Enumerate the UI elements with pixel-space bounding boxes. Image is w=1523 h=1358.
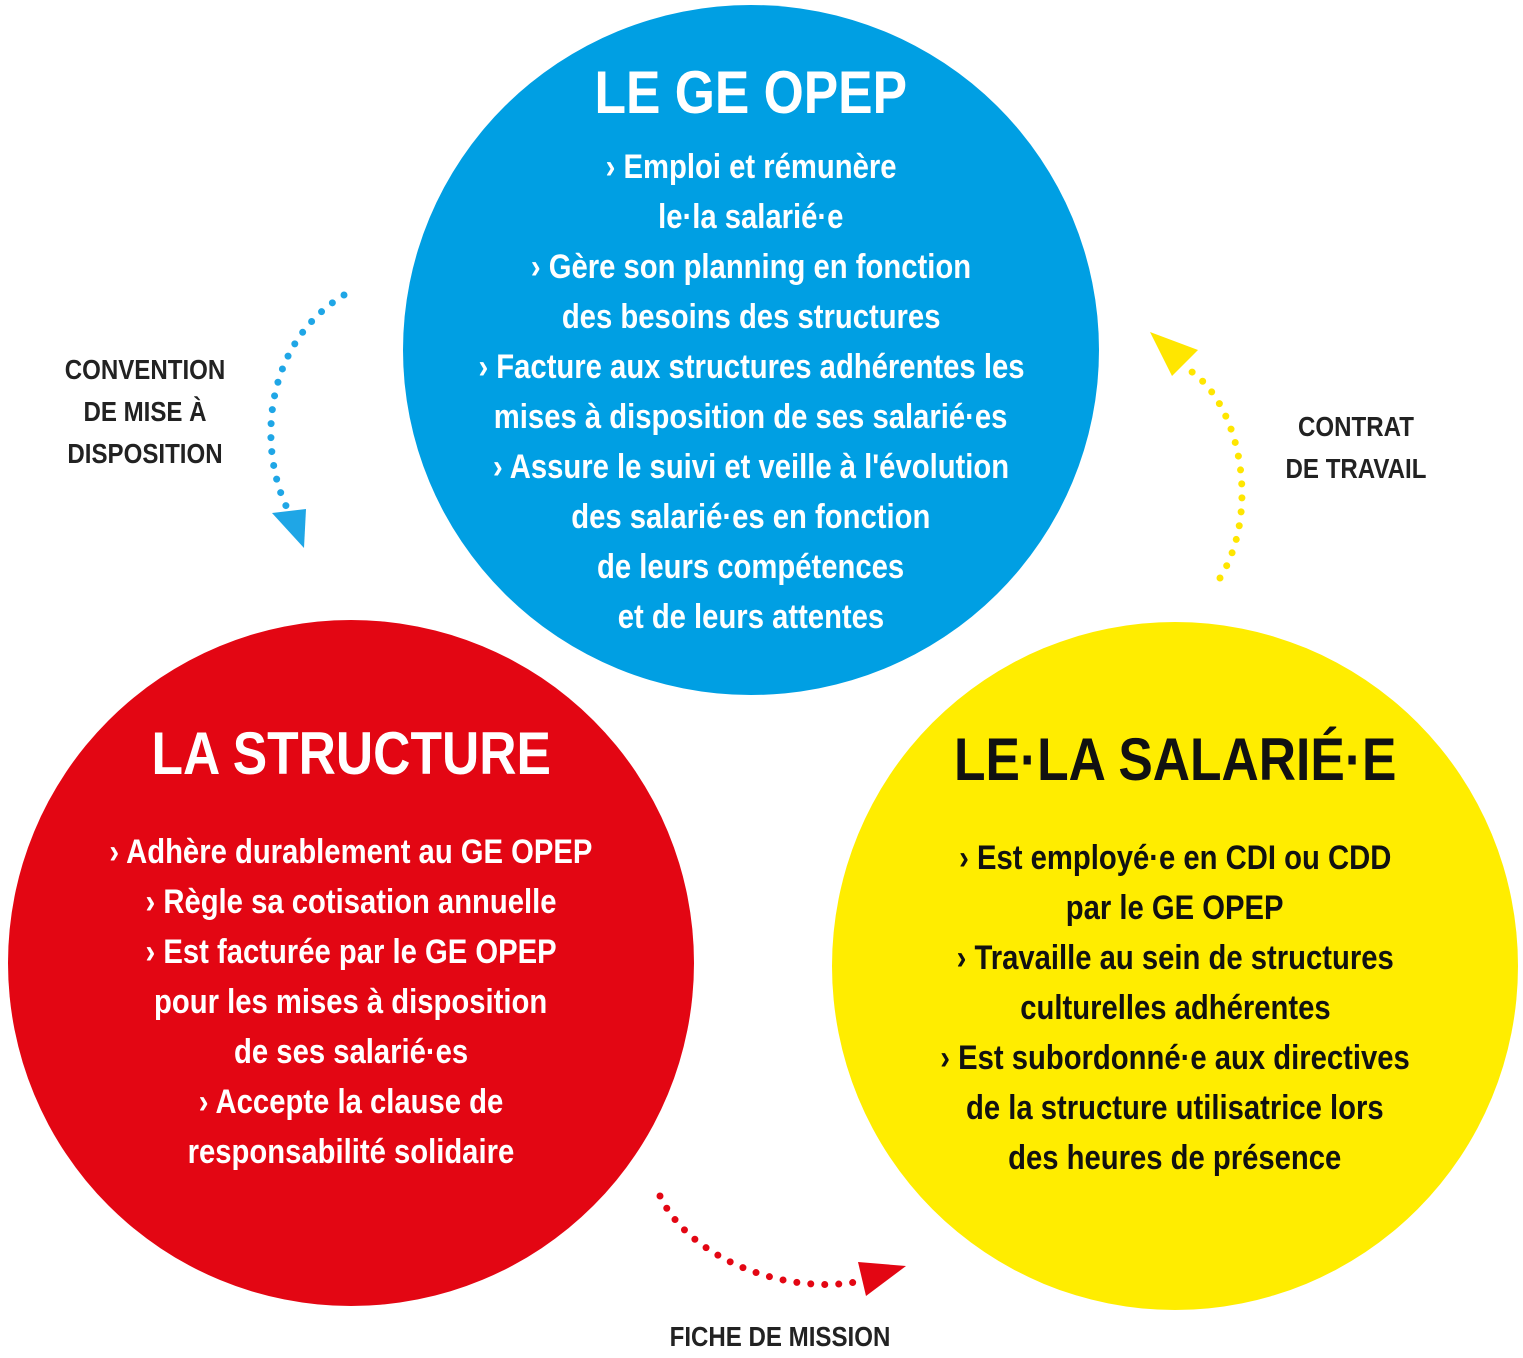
label-convention-line: CONVENTION bbox=[64, 354, 226, 385]
circle-structure-lines-line: responsabilité solidaire bbox=[187, 1133, 515, 1171]
circle-ge-opep-lines-line: › Emploi et rémunère bbox=[605, 148, 897, 186]
arrow-fiche-head bbox=[858, 1262, 906, 1296]
arrow-convention-dots bbox=[267, 291, 348, 514]
circle-structure-lines-line: pour les mises à disposition bbox=[154, 983, 548, 1021]
label-convention-line: DISPOSITION bbox=[67, 438, 223, 469]
circle-ge-opep-lines-line: › Gère son planning en fonction bbox=[530, 248, 972, 286]
circle-ge-opep-lines-line: › Assure le suivi et veille à l'évolutio… bbox=[492, 448, 1010, 486]
arrow-fiche bbox=[656, 1192, 906, 1296]
arrow-contrat bbox=[1150, 332, 1246, 582]
circle-ge-opep-lines-line: le·la salarié·e bbox=[658, 198, 844, 236]
circle-ge-opep: LE GE OPEP › Emploi et rémunère le·la sal… bbox=[403, 5, 1099, 695]
circle-salarie-lines-line: › Est employé·e en CDI ou CDD bbox=[958, 839, 1392, 877]
circle-structure-lines-line: › Est facturée par le GE OPEP bbox=[145, 933, 557, 971]
circle-structure-lines-line: de ses salarié·es bbox=[233, 1033, 469, 1071]
circle-structure-title: LA STRUCTURE bbox=[151, 720, 551, 787]
circle-salarie-title: LE·LA SALARIÉ·E bbox=[953, 726, 1397, 793]
circle-structure-lines-line: › Adhère durablement au GE OPEP bbox=[109, 833, 593, 871]
circle-structure-lines-line: › Accepte la clause de bbox=[198, 1083, 504, 1121]
arrow-contrat-dots bbox=[1182, 364, 1246, 582]
circle-ge-opep-lines-line: des salarié·es en fonction bbox=[571, 498, 931, 536]
circle-salarie-lines-line: des heures de présence bbox=[1008, 1139, 1342, 1177]
label-convention: CONVENTION DE MISE À DISPOSITION bbox=[55, 349, 236, 475]
circle-ge-opep-lines-line: des besoins des structures bbox=[561, 298, 941, 336]
circle-ge-opep-lines-line: et de leurs attentes bbox=[617, 598, 885, 636]
circle-salarie-lines-line: culturelles adhérentes bbox=[1019, 989, 1331, 1027]
circle-structure: LA STRUCTURE › Adhère durablement au GE … bbox=[8, 620, 694, 1306]
circle-structure-lines-line: › Règle sa cotisation annuelle bbox=[145, 883, 557, 921]
circle-salarie: LE·LA SALARIÉ·E › Est employé·e en CDI o… bbox=[832, 622, 1518, 1310]
label-fiche: FICHE DE MISSION bbox=[651, 1316, 909, 1358]
arrow-contrat-head bbox=[1150, 332, 1198, 376]
circle-structure-lines: › Adhère durablement au GE OPEP › Règle s… bbox=[70, 827, 632, 1177]
circle-salarie-lines-line: par le GE OPEP bbox=[1066, 889, 1284, 927]
label-fiche-line: FICHE DE MISSION bbox=[669, 1321, 891, 1352]
circle-ge-opep-lines: › Emploi et rémunère le·la salarié·e › Gèr… bbox=[434, 142, 1069, 642]
circle-ge-opep-title: LE GE OPEP bbox=[594, 59, 908, 126]
circle-salarie-lines-line: › Est subordonné·e aux directives bbox=[940, 1039, 1410, 1077]
circle-ge-opep-lines-line: › Facture aux structures adhérentes les bbox=[477, 348, 1025, 386]
circle-salarie-lines-line: › Travaille au sein de structures bbox=[956, 939, 1394, 977]
arrow-fiche-dots bbox=[656, 1192, 870, 1288]
arrow-convention-head bbox=[272, 509, 306, 548]
arrow-convention bbox=[267, 291, 348, 548]
label-contrat: CONTRAT DE TRAVAIL bbox=[1279, 406, 1434, 490]
label-convention-line: DE MISE À bbox=[83, 396, 207, 427]
circle-ge-opep-lines-line: mises à disposition de ses salarié·es bbox=[494, 398, 1008, 436]
label-contrat-line: CONTRAT bbox=[1298, 411, 1414, 442]
circle-salarie-lines-line: de la structure utilisatrice lors bbox=[966, 1089, 1384, 1127]
circle-salarie-lines: › Est employé·e en CDI ou CDD par le GE O… bbox=[902, 833, 1448, 1183]
label-contrat-line: DE TRAVAIL bbox=[1285, 453, 1427, 484]
circle-ge-opep-lines-line: de leurs compétences bbox=[597, 548, 905, 586]
